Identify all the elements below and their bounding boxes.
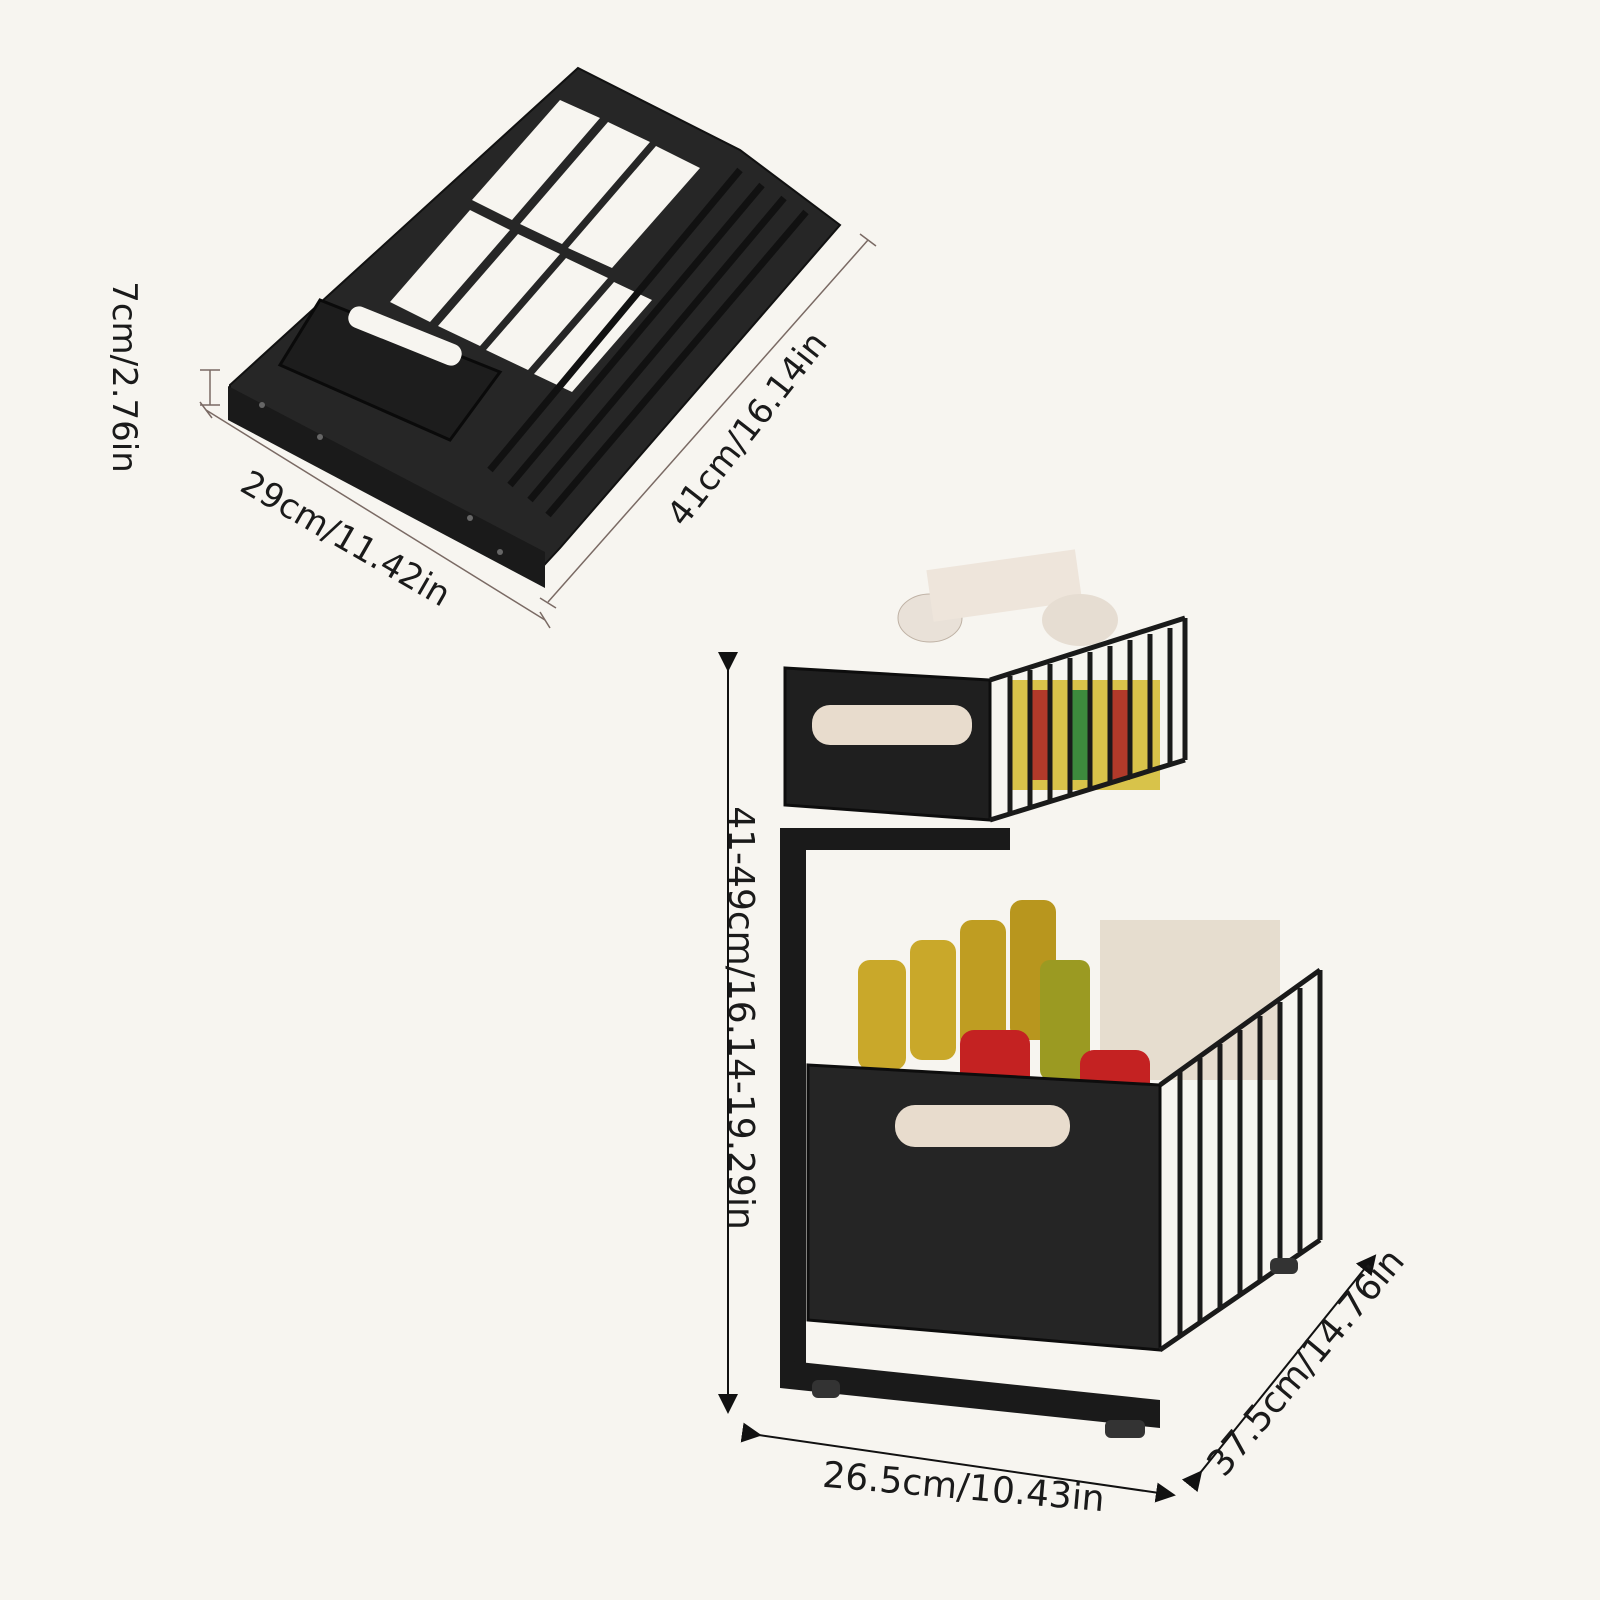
assembled-rack	[780, 549, 1323, 1438]
folded-rack	[228, 66, 842, 588]
assembled-dimension-arrows	[718, 652, 1377, 1503]
assembled-height-label: 41-49cm/16.14-19.29in	[719, 806, 761, 1230]
folded-dimension-lines	[199, 233, 877, 629]
folded-height-label: 7cm/2.76in	[103, 281, 144, 473]
